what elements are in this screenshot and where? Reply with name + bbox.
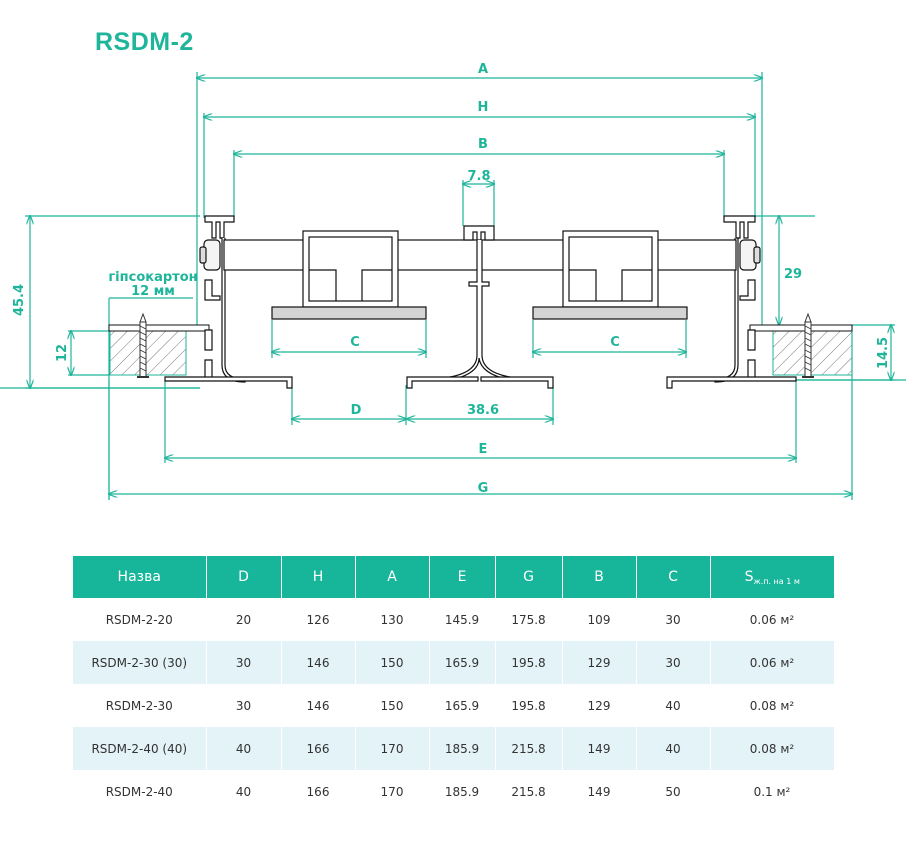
drywall-left — [109, 330, 187, 376]
flange-right — [666, 376, 797, 389]
header-name: Назва — [73, 556, 207, 598]
header-d: D — [206, 556, 282, 598]
cell-a: 150 — [355, 684, 430, 727]
cell-b: 149 — [562, 727, 637, 770]
cell-a: 130 — [355, 598, 430, 641]
frame-left-wall — [204, 215, 235, 239]
header-area-subscript: ж.п. на 1 м — [753, 576, 800, 586]
drywall-right — [772, 330, 853, 376]
cell-a: 170 — [355, 727, 430, 770]
header-area: Sж.п. на 1 м — [710, 556, 834, 598]
cell-name: RSDM-2-40 — [73, 770, 207, 813]
dim-label-gap: 7.8 — [467, 169, 490, 184]
product-title: RSDM-2 — [95, 28, 194, 56]
cell-area: 0.08 м² — [710, 727, 835, 770]
cell-area: 0.1 м² — [710, 770, 835, 813]
cell-h: 146 — [281, 684, 356, 727]
cell-name: RSDM-2-20 — [73, 598, 207, 641]
cross-section-drawing: A H B 7.8 45.4 29 12 14.5 гіпсокартон 12… — [0, 62, 906, 500]
cell-c: 50 — [636, 770, 711, 813]
cell-d: 30 — [206, 641, 282, 684]
center-divider — [463, 225, 495, 241]
cell-c: 30 — [636, 598, 711, 641]
cell-name: RSDM-2-40 (40) — [73, 727, 207, 770]
cell-d: 40 — [206, 770, 282, 813]
cell-e: 185.9 — [429, 727, 496, 770]
header-a: A — [355, 556, 430, 598]
cell-a: 170 — [355, 770, 430, 813]
cell-e: 165.9 — [429, 684, 496, 727]
cell-d: 30 — [206, 684, 282, 727]
cell-b: 149 — [562, 770, 637, 813]
screw-left — [137, 312, 149, 378]
cell-g: 175.8 — [495, 598, 563, 641]
cell-e: 145.9 — [429, 598, 496, 641]
plate-left — [271, 306, 427, 320]
header-b: B — [562, 556, 637, 598]
header-h: H — [281, 556, 356, 598]
cell-g: 195.8 — [495, 641, 563, 684]
cell-name: RSDM-2-30 (30) — [73, 641, 207, 684]
cell-b: 129 — [562, 641, 637, 684]
spec-table: Назва D H A E G B C Sж.п. на 1 м RSDM-2-… — [73, 556, 835, 813]
cell-h: 166 — [281, 727, 356, 770]
cell-g: 215.8 — [495, 770, 563, 813]
cell-area: 0.06 м² — [710, 641, 835, 684]
flange-left — [164, 376, 293, 389]
cell-g: 215.8 — [495, 727, 563, 770]
cell-area: 0.08 м² — [710, 684, 835, 727]
header-g: G — [495, 556, 563, 598]
flange-center-left — [406, 376, 479, 389]
dim-label-slot: 38.6 — [467, 403, 499, 418]
table-header-row: Назва D H A E G B C Sж.п. на 1 м — [73, 556, 834, 598]
cell-area: 0.06 м² — [710, 598, 835, 641]
cell-h: 166 — [281, 770, 356, 813]
cell-c: 40 — [636, 684, 711, 727]
flange-center-right — [480, 376, 554, 389]
drywall-label-line1: гіпсокартон — [108, 270, 197, 285]
dim-label-c-left: C — [350, 335, 360, 350]
dim-label-d: D — [351, 403, 362, 418]
cell-h: 146 — [281, 641, 356, 684]
cell-a: 150 — [355, 641, 430, 684]
dim-label-h: H — [478, 100, 489, 115]
dim-label-drywall-left: 12 — [55, 344, 70, 362]
cell-b: 109 — [562, 598, 637, 641]
dim-label-height-right: 29 — [784, 267, 802, 282]
screw-right — [802, 312, 814, 378]
cell-d: 40 — [206, 727, 282, 770]
cell-c: 30 — [636, 641, 711, 684]
header-area-symbol: S — [744, 568, 754, 585]
dim-label-b: B — [478, 137, 488, 152]
dim-label-height-total: 45.4 — [12, 284, 27, 316]
header-c: C — [636, 556, 711, 598]
dim-label-g: G — [478, 481, 489, 496]
dim-label-drywall-right: 14.5 — [876, 337, 891, 369]
dim-label-c-right: C — [610, 335, 620, 350]
plate-right — [532, 306, 688, 320]
dim-label-e: E — [479, 442, 488, 457]
cell-c: 40 — [636, 727, 711, 770]
cell-g: 195.8 — [495, 684, 563, 727]
dim-label-a: A — [478, 62, 488, 77]
cell-e: 165.9 — [429, 641, 496, 684]
cell-name: RSDM-2-30 — [73, 684, 207, 727]
cell-e: 185.9 — [429, 770, 496, 813]
header-e: E — [429, 556, 496, 598]
drywall-label-line2: 12 мм — [131, 284, 175, 299]
frame-right-wall — [723, 215, 756, 239]
cell-d: 20 — [206, 598, 282, 641]
cell-h: 126 — [281, 598, 356, 641]
cell-b: 129 — [562, 684, 637, 727]
